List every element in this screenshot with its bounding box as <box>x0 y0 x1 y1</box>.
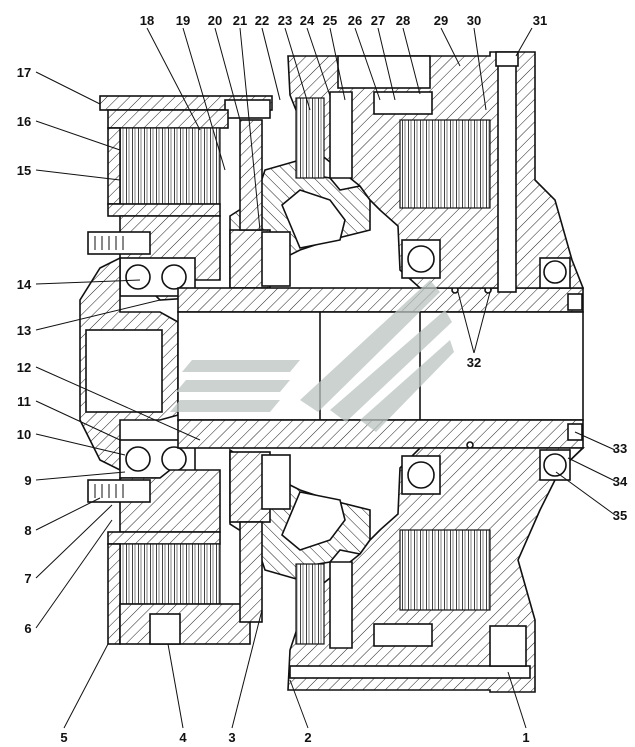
label-26: 26 <box>348 13 362 28</box>
left-drum-assembly <box>79 95 273 645</box>
label-3: 3 <box>228 730 235 745</box>
leader-lines <box>35 27 616 729</box>
label-22: 22 <box>255 13 269 28</box>
label-34: 34 <box>613 474 628 489</box>
label-35: 35 <box>613 508 627 523</box>
label-30: 30 <box>467 13 481 28</box>
label-27: 27 <box>371 13 385 28</box>
label-29: 29 <box>434 13 448 28</box>
label-14: 14 <box>17 277 32 292</box>
label-12: 12 <box>17 360 31 375</box>
label-21: 21 <box>233 13 247 28</box>
label-16: 16 <box>17 114 31 129</box>
callout-labels: 18 19 20 21 22 23 24 25 26 27 28 29 30 3… <box>17 13 628 745</box>
label-20: 20 <box>208 13 222 28</box>
watermark-logo <box>170 280 454 432</box>
label-7: 7 <box>24 571 31 586</box>
label-10: 10 <box>17 427 31 442</box>
right-drum-assembly <box>287 51 585 693</box>
label-33: 33 <box>613 441 627 456</box>
label-4: 4 <box>179 730 187 745</box>
label-25: 25 <box>323 13 337 28</box>
label-18: 18 <box>140 13 154 28</box>
label-8: 8 <box>24 523 31 538</box>
label-23: 23 <box>278 13 292 28</box>
label-2: 2 <box>304 730 311 745</box>
label-5: 5 <box>60 730 67 745</box>
label-28: 28 <box>396 13 410 28</box>
label-11: 11 <box>17 394 31 409</box>
label-31: 31 <box>533 13 547 28</box>
label-6: 6 <box>24 621 31 636</box>
center-hub-assembly <box>229 119 371 623</box>
label-1: 1 <box>522 730 529 745</box>
label-32: 32 <box>467 355 481 370</box>
label-24: 24 <box>300 13 315 28</box>
label-17: 17 <box>17 65 31 80</box>
label-15: 15 <box>17 163 31 178</box>
label-9: 9 <box>24 473 31 488</box>
label-19: 19 <box>176 13 190 28</box>
label-13: 13 <box>17 323 31 338</box>
